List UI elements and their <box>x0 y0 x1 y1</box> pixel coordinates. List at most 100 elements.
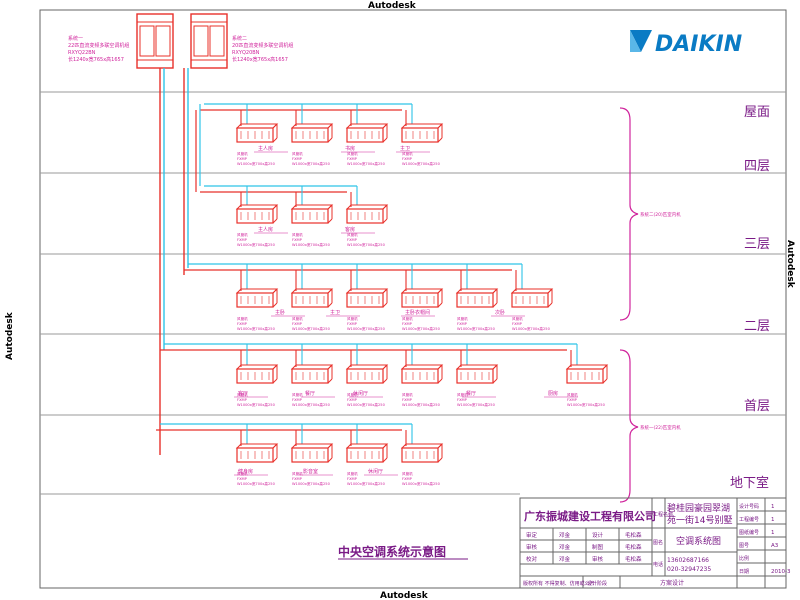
role-cell: 毛松森 <box>625 555 642 563</box>
room-label: 书房 <box>345 145 355 152</box>
role-cell: 制图 <box>592 543 604 551</box>
watermark-top: Autodesk <box>368 1 417 11</box>
unit-spec-line: W1000x宽700x高250 <box>292 402 331 407</box>
room-label: 主卫 <box>400 145 410 152</box>
unit-spec-line: W1000x宽700x高250 <box>457 402 496 407</box>
title-block: 广东振城建设工程有限公司 工程名称 碧桂园豪园翠湖 苑一街14号别墅 图名 空调… <box>519 497 791 589</box>
unit-spec-line: FXMP <box>347 477 358 481</box>
right-field-label: 设计号码 <box>739 503 759 510</box>
unit-spec-line: W1000x宽700x高250 <box>237 161 276 166</box>
design-stage-label: 设计阶段 <box>587 580 607 587</box>
room-label: 主卫 <box>330 309 340 316</box>
right-field-value: 2010-3 <box>771 569 791 575</box>
unit-spec-line: W1000x宽700x高250 <box>457 326 496 331</box>
room-label: 客厅 <box>238 390 248 397</box>
system-2-line-2: RXYQ20BN <box>232 50 260 56</box>
unit-spec-line: 风管机 <box>402 316 413 321</box>
watermark-left: Autodesk <box>5 311 15 360</box>
unit-spec-line: W1000x宽700x高250 <box>292 326 331 331</box>
role-cell: 审定 <box>526 531 538 539</box>
unit-spec-line: FXMP <box>237 157 248 161</box>
unit-spec-line: 风管机 <box>347 316 358 321</box>
floor-label-2f: 二层 <box>744 319 770 334</box>
room-label: 主卧衣帽间 <box>405 309 430 316</box>
unit-spec-line: W1000x宽700x高250 <box>347 326 386 331</box>
unit-spec-line: 风管机 <box>237 151 248 156</box>
room-label: 餐厅 <box>466 390 476 397</box>
brace-system-1 <box>619 349 639 503</box>
unit-spec-line: 风管机 <box>457 392 468 397</box>
right-field-value: 1 <box>771 517 775 523</box>
system-1-note: 系统一 22匹直流变频多联空调机组 RXYQ22BN 长1240x宽765x高1… <box>68 35 129 63</box>
drawing-frame <box>39 9 787 589</box>
unit-spec-line: W1000x宽700x高250 <box>347 161 386 166</box>
right-field-value: 1 <box>771 504 775 510</box>
unit-spec-line: W1000x宽700x高250 <box>292 242 331 247</box>
unit-spec-line: 风管机 <box>237 392 248 397</box>
project-name-2: 苑一街14号别墅 <box>667 514 732 526</box>
room-label: 厨房 <box>548 390 558 397</box>
brand-name: DAIKIN <box>655 32 742 57</box>
floor-label-b1: 地下室 <box>730 475 769 491</box>
unit-spec-line: W1000x宽700x高250 <box>512 326 551 331</box>
unit-spec-line: FXMP <box>402 157 413 161</box>
unit-spec-line: 风管机 <box>347 392 358 397</box>
unit-spec-line: 风管机 <box>347 471 358 476</box>
unit-spec-line: 风管机 <box>347 232 358 237</box>
floor-label-1f: 首层 <box>744 399 770 414</box>
unit-spec-line: FXMP <box>292 477 303 481</box>
system-1-name: 系统一 <box>68 35 83 42</box>
room-label: 餐厅 <box>305 390 315 397</box>
role-cell: 毛松森 <box>625 531 642 539</box>
unit-spec-line: FXMP <box>347 398 358 402</box>
unit-spec-line: W1000x宽700x高250 <box>347 242 386 247</box>
daikin-logo: DAIKIN <box>630 30 742 57</box>
system-2-line-1: 20匹直流变频多联空调机组 <box>232 42 293 49</box>
room-label: 主人房 <box>258 145 273 152</box>
unit-spec-line: 风管机 <box>237 316 248 321</box>
unit-spec-line: FXMP <box>567 398 578 402</box>
unit-spec-line: FXMP <box>237 238 248 242</box>
contact-label: 电话 <box>653 561 663 568</box>
unit-spec-line: W1000x宽700x高250 <box>402 481 441 486</box>
brace-note-system-1: 系统一(22)匹室内机 <box>640 424 681 431</box>
unit-spec-line: W1000x宽700x高250 <box>402 326 441 331</box>
unit-spec-line: FXMP <box>512 322 523 326</box>
room-label: 主人房 <box>258 226 273 233</box>
right-field-label: 工程编号 <box>739 516 759 523</box>
room-label: 主卧 <box>275 309 285 316</box>
drawing-label: 图名 <box>653 539 663 546</box>
main-risers <box>159 68 189 455</box>
unit-spec-line: FXMP <box>237 322 248 326</box>
pipe-network <box>156 67 578 446</box>
unit-spec-line: W1000x宽700x高250 <box>237 326 276 331</box>
unit-spec-line: FXMP <box>292 238 303 242</box>
brace-system-2 <box>619 107 639 321</box>
copyright-note: 版权所有 不得复制、仿用或公开 <box>523 580 595 587</box>
role-cell: 毛松森 <box>625 543 642 551</box>
role-cell: 邓金 <box>559 531 571 539</box>
unit-spec-line: W1000x宽700x高250 <box>237 242 276 247</box>
right-field-value: 1 <box>771 530 775 536</box>
unit-spec-line: 风管机 <box>237 471 248 476</box>
unit-spec-line: FXMP <box>292 322 303 326</box>
system-1-line-2: RXYQ22BN <box>68 50 96 56</box>
floor-label-roof: 屋面 <box>744 105 770 120</box>
unit-spec-line: W1000x宽700x高250 <box>237 402 276 407</box>
watermark-bottom: Autodesk <box>380 591 429 600</box>
project-label: 工程名称 <box>653 511 673 518</box>
design-stage-value: 方案设计 <box>660 579 684 587</box>
